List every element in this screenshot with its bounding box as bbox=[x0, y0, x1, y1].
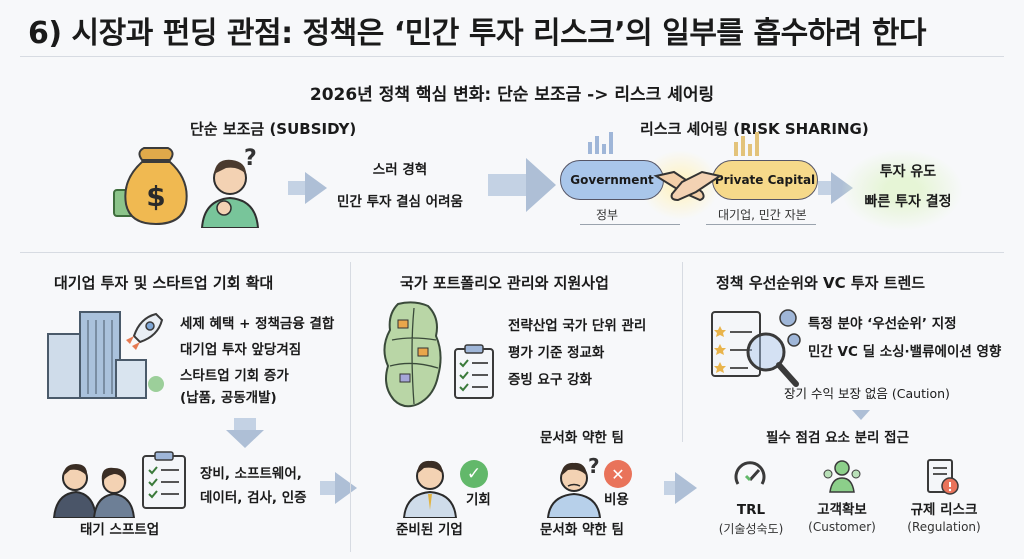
arrow-down-icon bbox=[226, 430, 264, 448]
document-magnifier-icon bbox=[708, 306, 808, 398]
korea-map-icon bbox=[378, 300, 450, 412]
arrow-shaft bbox=[288, 181, 306, 195]
col2-item-2: 평가 기준 정교화 bbox=[508, 345, 605, 361]
checklist-icon bbox=[452, 344, 496, 400]
bar-chart-icon bbox=[586, 130, 626, 154]
building-icon bbox=[46, 304, 166, 400]
regulation-doc-icon bbox=[924, 458, 960, 496]
x-icon: ✕ bbox=[604, 460, 632, 488]
arrow-shaft bbox=[664, 481, 676, 495]
government-pill: Government bbox=[560, 160, 664, 200]
big-arrow-right-icon bbox=[526, 158, 556, 212]
pillar-title-customer: 고객확보 bbox=[817, 502, 867, 518]
pillar-title-regulation: 규제 리스크 bbox=[910, 502, 978, 518]
result-line-2: 빠른 투자 결정 bbox=[864, 194, 952, 210]
col1-item-4: (납품, 공동개발) bbox=[180, 390, 277, 406]
col2-item-3: 증빙 요구 강화 bbox=[508, 372, 592, 388]
handshake-icon bbox=[652, 162, 724, 212]
caution-text: 장기 수익 보장 없음 (Caution) bbox=[784, 386, 950, 401]
arrow-shaft bbox=[234, 418, 256, 432]
arrow-down-icon bbox=[852, 410, 870, 420]
bracket-line bbox=[706, 224, 816, 225]
approach-text: 필수 점검 요소 분리 접근 bbox=[766, 430, 909, 446]
arrow-right-icon bbox=[305, 172, 327, 204]
glow bbox=[842, 150, 962, 230]
col1-sub-1: 장비, 소프트웨어, bbox=[200, 466, 302, 482]
arrow-shaft bbox=[488, 174, 528, 196]
clipboard-icon bbox=[140, 450, 188, 510]
subsidy-result-2: 민간 투자 결심 어려움 bbox=[337, 194, 463, 210]
prepared-caption: 준비된 기업 bbox=[396, 522, 463, 538]
bracket-line bbox=[580, 224, 680, 225]
customer-group-icon bbox=[822, 458, 862, 494]
worried-person-icon bbox=[546, 456, 602, 518]
section-subtitle: 2026년 정책 핵심 변화: 단순 보조금 -> 리스크 셰어링 bbox=[309, 85, 715, 105]
arrow-right-icon bbox=[335, 472, 357, 504]
cost-label: 비용 bbox=[604, 492, 629, 508]
svg-text:$: $ bbox=[146, 180, 165, 213]
subsidy-label: 단순 보조금 (SUBSIDY) bbox=[190, 120, 357, 138]
money-bag-icon: $ bbox=[112, 140, 192, 230]
pillar-sub-trl: (기술성숙도) bbox=[718, 522, 784, 536]
check-icon: ✓ bbox=[460, 460, 488, 488]
startup-people-icon bbox=[52, 454, 138, 518]
thinking-person-icon bbox=[196, 148, 266, 228]
prepared-person-icon bbox=[402, 454, 458, 518]
risk-sharing-label: 리스크 셰어링 (RISK SHARING) bbox=[640, 120, 869, 138]
private-capital-pill: Private Capital bbox=[712, 160, 818, 200]
col2-heading: 국가 포트폴리오 관리와 지원사업 bbox=[400, 274, 609, 292]
weak-team-bottom: 문서화 약한 팀 bbox=[540, 522, 624, 538]
private-capital-caption: 대기업, 민간 자본 bbox=[718, 208, 807, 222]
opportunity-label: 기회 bbox=[466, 492, 491, 508]
arrow-shaft bbox=[818, 181, 832, 195]
pillar-sub-regulation: (Regulation) bbox=[907, 520, 981, 534]
subsidy-result-1: 스러 경혁 bbox=[372, 162, 428, 178]
bar-chart-icon bbox=[732, 132, 772, 156]
col3-heading: 정책 우선순위와 VC 투자 트렌드 bbox=[716, 274, 926, 292]
page-title: 6) 시장과 펀딩 관점: 정책은 ‘민간 투자 리스크’의 일부를 흡수하려 … bbox=[28, 16, 927, 51]
row-divider bbox=[20, 252, 1004, 253]
question-mark: ? bbox=[244, 146, 257, 171]
col3-item-2: 민간 VC 딜 소싱·밸류에이션 영향 bbox=[808, 344, 1002, 360]
trl-gauge-icon bbox=[732, 458, 768, 494]
pillar-sub-customer: (Customer) bbox=[808, 520, 876, 534]
col1-item-2: 대기업 투자 앞당겨짐 bbox=[180, 342, 302, 358]
arrow-shaft bbox=[320, 481, 336, 495]
col1-sub-2: 데이터, 검사, 인증 bbox=[200, 490, 307, 506]
people-caption: 태기 스프트업 bbox=[80, 522, 160, 538]
government-caption: 정부 bbox=[596, 208, 619, 222]
col2-item-1: 전략산업 국가 단위 관리 bbox=[508, 318, 647, 334]
question-mark: ? bbox=[588, 454, 600, 478]
result-line-1: 투자 유도 bbox=[879, 164, 937, 180]
column-divider bbox=[682, 262, 683, 442]
arrow-right-icon bbox=[675, 472, 697, 504]
col3-item-1: 특정 분야 ‘우선순위’ 지정 bbox=[808, 316, 957, 332]
rocket-icon bbox=[122, 310, 166, 354]
column-divider bbox=[350, 262, 351, 552]
col1-item-3: 스타트업 기회 증가 bbox=[180, 368, 289, 384]
weak-team-top: 문서화 약한 팀 bbox=[540, 430, 624, 446]
pillar-title-trl: TRL bbox=[736, 502, 766, 518]
col1-heading: 대기업 투자 및 스타트업 기회 확대 bbox=[54, 274, 274, 292]
col1-item-1: 세제 혜택 + 정책금융 결합 bbox=[180, 316, 335, 332]
title-divider bbox=[20, 56, 1004, 57]
